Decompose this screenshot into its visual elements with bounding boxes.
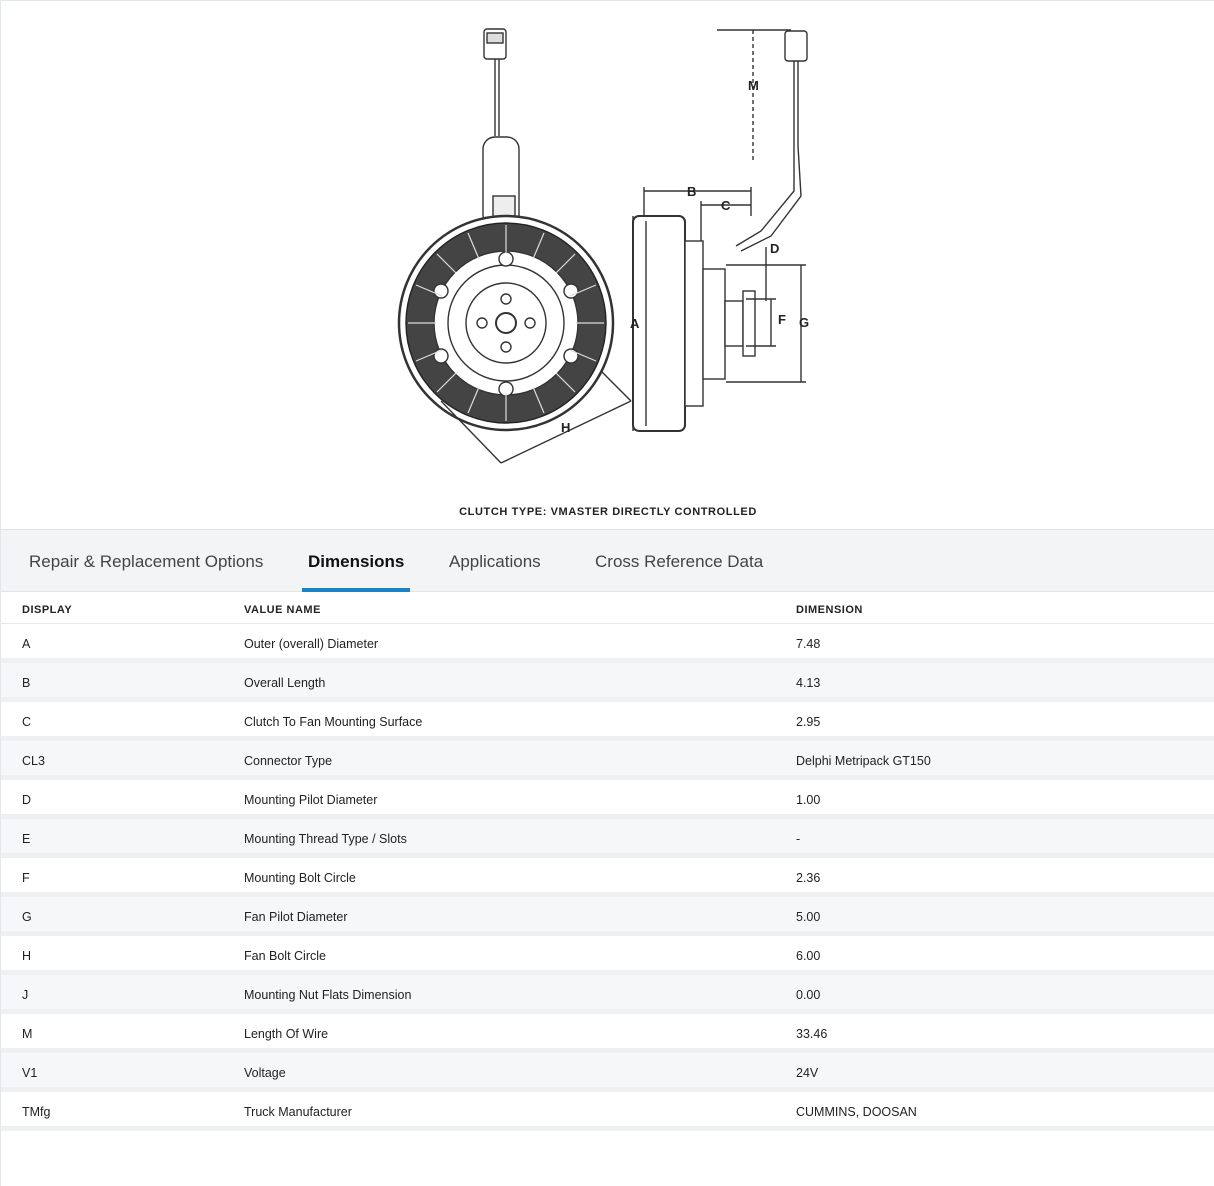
cell-display: D bbox=[22, 793, 32, 807]
cell-value-name: Connector Type bbox=[244, 754, 333, 768]
cell-value-name: Clutch To Fan Mounting Surface bbox=[244, 715, 423, 729]
table-row: J Mounting Nut Flats Dimension 0.00 bbox=[1, 975, 1214, 1014]
cell-dimension: 33.46 bbox=[796, 1027, 828, 1041]
cell-dimension: CUMMINS, DOOSAN bbox=[796, 1105, 917, 1119]
table-row: TMfg Truck Manufacturer CUMMINS, DOOSAN bbox=[1, 1092, 1214, 1131]
cell-display: H bbox=[22, 949, 32, 963]
cell-dimension: 0.00 bbox=[796, 988, 821, 1002]
cell-display: G bbox=[22, 910, 32, 924]
cell-dimension: Delphi Metripack GT150 bbox=[796, 754, 931, 768]
cell-display: TMfg bbox=[22, 1105, 51, 1119]
label-g: G bbox=[799, 315, 809, 330]
table-row: CL3 Connector Type Delphi Metripack GT150 bbox=[1, 741, 1214, 780]
cell-value-name: Outer (overall) Diameter bbox=[244, 637, 379, 651]
cell-dimension: 4.13 bbox=[796, 676, 821, 690]
cell-dimension: 1.00 bbox=[796, 793, 821, 807]
table-row: A Outer (overall) Diameter 7.48 bbox=[1, 624, 1214, 663]
cell-value-name: Fan Bolt Circle bbox=[244, 949, 326, 963]
cell-value-name: Length Of Wire bbox=[244, 1027, 329, 1041]
cell-display: M bbox=[22, 1027, 33, 1041]
cell-dimension: 6.00 bbox=[796, 949, 821, 963]
cell-display: A bbox=[22, 637, 31, 651]
cell-value-name: Truck Manufacturer bbox=[244, 1105, 352, 1119]
table-row: H Fan Bolt Circle 6.00 bbox=[1, 936, 1214, 975]
cell-dimension: 2.36 bbox=[796, 871, 821, 885]
cell-value-name: Mounting Pilot Diameter bbox=[244, 793, 378, 807]
tab-label: Dimensions bbox=[308, 552, 405, 571]
table-row: M Length Of Wire 33.46 bbox=[1, 1014, 1214, 1053]
clutch-drawing: M B C D A F G H bbox=[397, 28, 809, 464]
label-m: M bbox=[748, 78, 759, 93]
label-c: C bbox=[721, 198, 731, 213]
clutch-type-caption: CLUTCH TYPE: VMASTER DIRECTLY CONTROLLED bbox=[459, 506, 757, 518]
cell-dimension: 7.48 bbox=[796, 637, 821, 651]
tab-repair-replacement[interactable]: Repair & Replacement Options bbox=[29, 530, 263, 593]
header-display: DISPLAY bbox=[22, 604, 73, 616]
tab-bar: Repair & Replacement Options Dimensions … bbox=[1, 529, 1214, 593]
tab-applications[interactable]: Applications bbox=[449, 530, 541, 593]
tab-cross-reference[interactable]: Cross Reference Data bbox=[595, 530, 763, 593]
cell-value-name: Voltage bbox=[244, 1066, 286, 1080]
table-row: B Overall Length 4.13 bbox=[1, 663, 1214, 702]
table-row: G Fan Pilot Diameter 5.00 bbox=[1, 897, 1214, 936]
table-row: D Mounting Pilot Diameter 1.00 bbox=[1, 780, 1214, 819]
active-tab-indicator bbox=[302, 588, 411, 593]
dimensions-table: DISPLAY VALUE NAME DIMENSION A Outer (ove… bbox=[1, 592, 1214, 1131]
table-row: F Mounting Bolt Circle 2.36 bbox=[1, 858, 1214, 897]
cell-display: B bbox=[22, 676, 31, 690]
table-row: C Clutch To Fan Mounting Surface 2.95 bbox=[1, 702, 1214, 741]
header-value-name: VALUE NAME bbox=[244, 604, 321, 616]
cell-display: V1 bbox=[22, 1066, 38, 1080]
label-d: D bbox=[770, 241, 779, 256]
table-row: E Mounting Thread Type / Slots - bbox=[1, 819, 1214, 858]
tab-label: Repair & Replacement Options bbox=[29, 552, 264, 571]
clutch-diagram: M B C D A F G H CLUTCH TYPE: VMASTER DIR… bbox=[1, 1, 1214, 529]
cell-dimension: - bbox=[796, 832, 801, 846]
cell-value-name: Mounting Thread Type / Slots bbox=[244, 832, 407, 846]
tab-dimensions[interactable]: Dimensions bbox=[302, 530, 411, 593]
label-f: F bbox=[778, 312, 786, 327]
label-h: H bbox=[561, 420, 570, 435]
table-header: DISPLAY VALUE NAME DIMENSION bbox=[1, 592, 1214, 624]
table-row: V1 Voltage 24V bbox=[1, 1053, 1214, 1092]
tab-label: Applications bbox=[449, 552, 541, 571]
cell-dimension: 5.00 bbox=[796, 910, 821, 924]
cell-display: J bbox=[22, 988, 29, 1002]
label-b: B bbox=[687, 184, 696, 199]
cell-display: CL3 bbox=[22, 754, 45, 768]
tab-label: Cross Reference Data bbox=[595, 552, 764, 571]
cell-dimension: 2.95 bbox=[796, 715, 821, 729]
diagram-labels: M B C D A F G H bbox=[561, 78, 809, 435]
cell-display: E bbox=[22, 832, 31, 846]
cell-value-name: Overall Length bbox=[244, 676, 326, 690]
cell-display: C bbox=[22, 715, 32, 729]
cell-display: F bbox=[22, 871, 30, 885]
cell-value-name: Mounting Nut Flats Dimension bbox=[244, 988, 412, 1002]
header-dimension: DIMENSION bbox=[796, 604, 863, 616]
cell-value-name: Fan Pilot Diameter bbox=[244, 910, 348, 924]
label-a: A bbox=[630, 316, 640, 331]
cell-dimension: 24V bbox=[796, 1066, 819, 1080]
cell-value-name: Mounting Bolt Circle bbox=[244, 871, 356, 885]
